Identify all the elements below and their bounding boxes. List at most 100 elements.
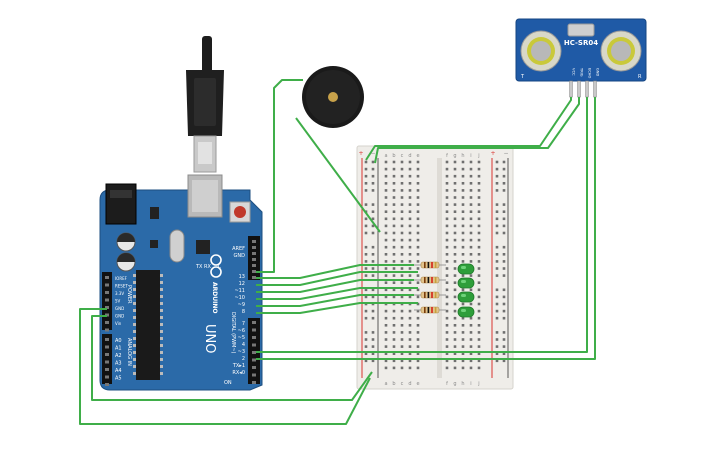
breadboard-hole [392, 210, 396, 213]
breadboard-hole [408, 189, 412, 192]
breadboard-hole [453, 316, 457, 320]
breadboard-hole [461, 203, 465, 206]
digital-pin-label: TX▸1 [232, 363, 245, 369]
digital-pin-label: 13 [239, 274, 245, 280]
breadboard-hole [408, 274, 412, 277]
analog-section-label: ANALOG IN [126, 338, 132, 366]
breadboard-hole [416, 281, 420, 284]
rail-hole [371, 182, 375, 185]
breadboard-hole [469, 224, 473, 228]
header-pin [105, 291, 109, 294]
header-pin [252, 343, 256, 347]
rail-hole [371, 331, 375, 334]
rail-hole [371, 288, 375, 292]
sensor-name: HC-SR04 [564, 39, 598, 47]
sensor-pin [593, 80, 597, 98]
rail-hole [364, 267, 368, 270]
breadboard-hole [469, 160, 473, 164]
sensor-vcc-wire [365, 97, 572, 161]
rail-hole [371, 345, 375, 348]
breadboard-hole [400, 359, 404, 363]
breadboard-hole [477, 238, 481, 242]
rail-hole [364, 295, 368, 299]
rail-hole [364, 331, 368, 334]
breadboard-hole [392, 238, 396, 242]
header-pin [252, 351, 256, 354]
breadboard-hole [453, 352, 457, 355]
column-letter: j [477, 153, 479, 159]
rail-hole [364, 253, 368, 256]
rail-hole [502, 316, 506, 320]
power-5v-wire [79, 308, 371, 425]
breadboard-hole [445, 210, 449, 213]
header-pin [252, 321, 256, 324]
breadboard-hole [477, 196, 481, 199]
breadboard-hole [453, 210, 457, 213]
rail-hole [502, 253, 506, 256]
breadboard-hole [392, 309, 396, 313]
breadboard-hole [408, 174, 412, 178]
breadboard-hole [400, 245, 404, 249]
breadboard-hole [416, 366, 420, 370]
rail-hole [364, 217, 368, 221]
rail-hole [371, 189, 375, 192]
column-letter: b [392, 381, 395, 387]
rail-hole [495, 295, 499, 299]
breadboard-hole [384, 366, 388, 370]
header-pin [105, 368, 109, 371]
header-pin [105, 306, 109, 309]
breadboard-hole [416, 210, 420, 213]
rail-hole [495, 288, 499, 292]
rail-plus-label-right: + [490, 150, 495, 157]
breadboard-hole [392, 260, 396, 263]
power-pin-label: IOREF [115, 276, 128, 281]
breadboard-hole [477, 174, 481, 178]
breadboard-holes [364, 160, 506, 370]
column-letter: b [392, 153, 395, 159]
rail-hole [371, 167, 375, 171]
analog-pin-label: A5 [115, 376, 122, 382]
breadboard-hole [445, 359, 449, 363]
breadboard-hole [445, 281, 449, 284]
breadboard-hole [445, 238, 449, 242]
breadboard-hole [408, 309, 412, 313]
breadboard-hole [453, 160, 457, 164]
breadboard-hole [408, 160, 412, 164]
rail-hole [371, 295, 375, 299]
header-pin [105, 345, 109, 349]
breadboard-hole [392, 167, 396, 171]
rail-hole [495, 182, 499, 185]
breadboard-hole [392, 366, 396, 370]
breadboard-hole [445, 274, 449, 277]
breadboard-hole [469, 210, 473, 213]
breadboard-hole [416, 196, 420, 199]
led-rx-label: RX [204, 264, 211, 270]
rail-hole [495, 245, 499, 249]
breadboard-hole [400, 366, 404, 370]
breadboard-hole [477, 231, 481, 235]
rail-hole [364, 345, 368, 348]
breadboard-hole [416, 338, 420, 341]
breadboard-hole [453, 281, 457, 284]
column-letter: e [416, 381, 419, 387]
breadboard-hole [384, 295, 388, 299]
chip-pin [133, 288, 136, 291]
breadboard-hole [384, 217, 388, 221]
breadboard-hole [445, 324, 449, 327]
breadboard-hole [469, 274, 473, 277]
chip-pin [133, 281, 136, 284]
chip-pin [160, 330, 163, 333]
rail-hole [371, 359, 375, 363]
breadboard-hole [453, 217, 457, 221]
signal-wire [256, 302, 418, 314]
breadboard-hole [453, 245, 457, 249]
breadboard-hole [469, 288, 473, 292]
breadboard-hole [416, 345, 420, 348]
resistor [414, 306, 446, 314]
breadboard-hole [416, 189, 420, 192]
on-label: ON [224, 380, 232, 386]
breadboard-hole [453, 238, 457, 242]
